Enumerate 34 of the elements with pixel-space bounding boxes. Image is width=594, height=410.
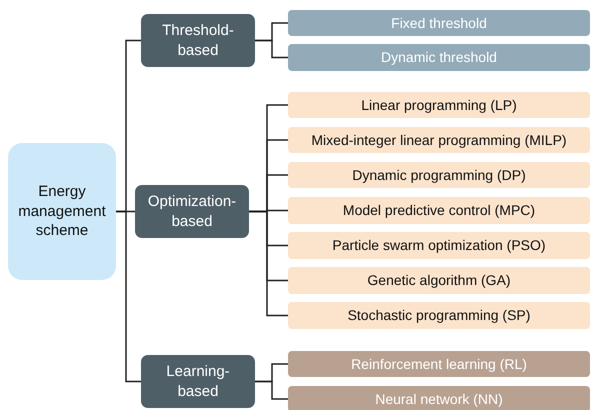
method-box [288,267,590,294]
node-label: Particle swarm optimization (PSO) [332,236,546,255]
method-box [288,92,590,118]
node-label: Reinforcement learning (RL) [351,354,527,374]
method-box [288,351,590,377]
connector-line [249,210,288,316]
node-label: Neural network (NN) [375,390,503,408]
method-box [288,127,590,153]
root-box [8,143,116,280]
method-box [288,386,590,410]
node-label: Dynamic programming (DP) [352,166,526,184]
node-label: Stochastic programming (SP) [348,306,530,325]
connector-line [255,380,288,400]
method-box [288,44,590,71]
method-box [288,197,590,224]
node-label: Threshold-based [161,21,235,60]
method-box [288,162,590,188]
node-label: Model predictive control (MPC) [342,201,536,220]
node-label: Genetic algorithm (GA) [367,271,511,290]
node-label: Fixed threshold [391,14,487,32]
category-box [141,14,255,67]
category-box [135,185,249,238]
method-box [288,302,590,329]
method-box [288,10,590,36]
node-label: Energy management scheme [17,182,107,241]
node-label: Optimization-based [146,192,238,231]
node-label: Linear programming (LP) [361,96,517,114]
node-label: Mixed-integer linear programming (MILP) [311,130,567,150]
method-box [288,232,590,259]
node-label: Dynamic threshold [381,48,497,67]
connector-line [116,210,141,382]
connector-line [255,40,288,58]
category-box [141,355,255,408]
node-label: Learning-based [165,362,231,401]
